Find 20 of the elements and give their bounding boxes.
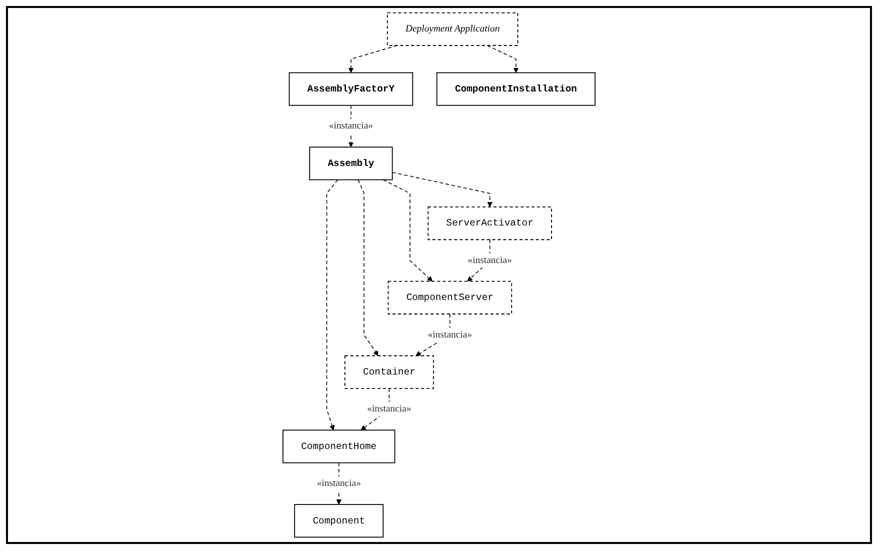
node-box: Component <box>294 504 384 538</box>
node-box: ComponentInstallation <box>436 72 596 106</box>
arrow <box>392 172 492 208</box>
node-box: Container <box>344 355 434 389</box>
arrow <box>486 45 519 73</box>
node-box: Deployment Application <box>386 12 518 46</box>
arrow <box>348 45 398 73</box>
arrow <box>382 179 433 282</box>
node-box: ComponentHome <box>282 430 396 464</box>
node-box: Assembly <box>309 146 393 180</box>
node-box: ComponentServer <box>388 280 512 314</box>
edge-label: «instancia» <box>468 255 512 266</box>
edge-label: «instancia» <box>316 478 361 488</box>
edge-label: «instancia» <box>328 120 373 132</box>
node-box: ServerActivator <box>428 206 552 240</box>
edge-label: «instancia» <box>428 329 472 340</box>
node-box: AssemblyFactorY <box>288 72 414 106</box>
arrow <box>358 179 378 356</box>
edge-label: «instancia» <box>367 404 412 414</box>
arrow <box>326 179 338 430</box>
